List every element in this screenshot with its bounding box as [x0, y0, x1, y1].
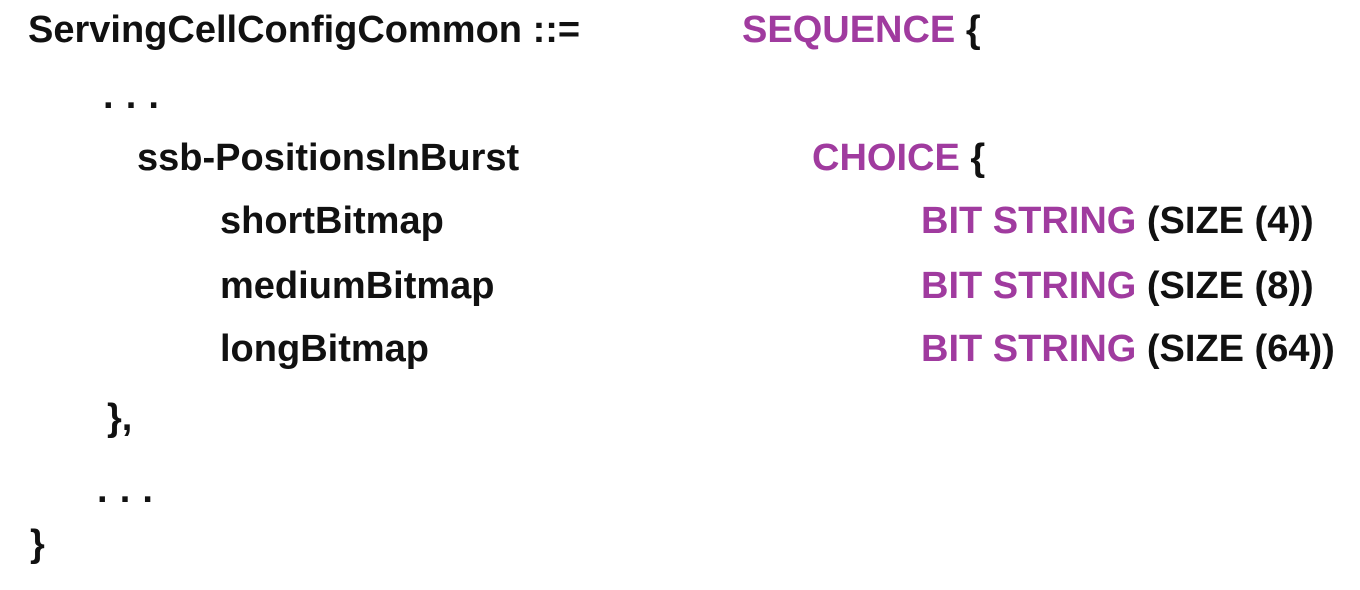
code-line: ...: [0, 74, 1360, 130]
asn1-extension-marker: ...: [103, 75, 172, 117]
code-chunk: CHOICE {: [812, 136, 985, 182]
code-chunk: longBitmap: [220, 327, 429, 373]
asn1-text: (SIZE (4)): [1136, 200, 1314, 242]
code-line: }: [0, 522, 1360, 578]
asn1-text: (SIZE (64)): [1136, 328, 1335, 370]
asn1-text: },: [107, 397, 133, 439]
code-chunk: ...: [97, 468, 165, 514]
code-chunk: ssb-PositionsInBurst: [137, 136, 519, 182]
asn1-text: {: [955, 9, 981, 51]
code-chunk: ...: [103, 74, 171, 120]
asn1-keyword: BIT STRING: [921, 200, 1137, 242]
code-chunk: shortBitmap: [220, 199, 444, 245]
code-chunk: ServingCellConfigCommon ::=: [28, 8, 580, 54]
asn1-text: }: [30, 523, 45, 565]
asn1-text: longBitmap: [220, 328, 429, 370]
asn1-text: (SIZE (8)): [1136, 265, 1314, 307]
code-line: ...: [0, 468, 1360, 524]
asn1-text: {: [959, 137, 986, 179]
code-line: },: [0, 396, 1360, 452]
code-chunk: BIT STRING (SIZE (8)): [921, 264, 1314, 310]
asn1-text: mediumBitmap: [220, 265, 495, 307]
asn1-keyword: SEQUENCE: [742, 9, 956, 51]
asn1-extension-marker: ...: [97, 469, 166, 511]
asn1-text: shortBitmap: [220, 200, 444, 242]
code-line: mediumBitmap BIT STRING (SIZE (8)): [0, 264, 1360, 320]
asn1-keyword: BIT STRING: [921, 265, 1137, 307]
code-chunk: },: [107, 396, 132, 442]
asn1-keyword: CHOICE: [812, 137, 960, 179]
code-line: ssb-PositionsInBurst CHOICE {: [0, 136, 1360, 192]
code-line: shortBitmap BIT STRING (SIZE (4)): [0, 199, 1360, 255]
code-chunk: BIT STRING (SIZE (4)): [921, 199, 1314, 245]
code-chunk: SEQUENCE {: [742, 8, 981, 54]
code-chunk: }: [30, 522, 45, 568]
asn1-text: ssb-PositionsInBurst: [137, 137, 520, 179]
asn1-keyword: BIT STRING: [921, 328, 1137, 370]
code-line: longBitmap BIT STRING (SIZE (64)): [0, 327, 1360, 383]
code-line: ServingCellConfigCommon ::= SEQUENCE {: [0, 8, 1360, 64]
code-chunk: mediumBitmap: [220, 264, 494, 310]
code-chunk: BIT STRING (SIZE (64)): [921, 327, 1335, 373]
asn1-text: ServingCellConfigCommon ::=: [28, 9, 581, 51]
